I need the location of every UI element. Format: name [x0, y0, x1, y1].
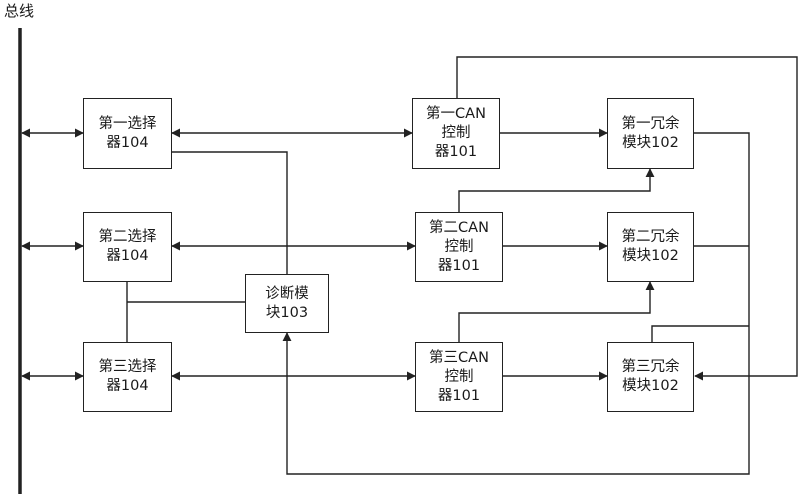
- selector-2-box: 第二选择 器104: [83, 212, 172, 282]
- controller1-to-redundancy3-loop: [456, 56, 798, 381]
- can-controller-2-box: 第二CAN 控制 器101: [415, 212, 503, 282]
- controller2-to-redundancy1-line: [458, 168, 655, 212]
- diagnostic-module-box: 诊断模 块103: [245, 274, 329, 333]
- controller3-to-redundancy2-line: [458, 281, 655, 342]
- redundancy-module-1-label: 第一冗余 模块102: [621, 115, 680, 151]
- redundancy-module-2-box: 第二冗余 模块102: [607, 212, 694, 282]
- redundancy-module-2-label: 第二冗余 模块102: [621, 229, 680, 264]
- selector-2-label: 第二选择 器104: [98, 229, 157, 264]
- selector-3-label: 第三选择 器104: [98, 359, 157, 394]
- selector-1-label: 第一选择 器104: [98, 115, 157, 151]
- redundancy1-feedback-line: [282, 132, 750, 475]
- can-controller-1-box: 第一CAN 控制 器101: [412, 98, 500, 169]
- selector-3-box: 第三选择 器104: [83, 342, 172, 412]
- bus-title: 总线: [4, 2, 35, 20]
- can-controller-3-box: 第三CAN 控制 器101: [415, 342, 503, 412]
- selector-1-box: 第一选择 器104: [83, 98, 172, 169]
- can-controller-3-label: 第三CAN 控制 器101: [429, 349, 489, 404]
- redundancy-module-3-box: 第三冗余 模块102: [607, 342, 694, 412]
- selector1-to-diagnostic-line: [172, 151, 288, 274]
- diagnostic-module-label: 诊断模 块103: [265, 285, 309, 321]
- redundancy-module-1-box: 第一冗余 模块102: [607, 98, 694, 169]
- redundancy-module-3-label: 第三冗余 模块102: [621, 359, 680, 394]
- can-controller-1-label: 第一CAN 控制 器101: [426, 106, 486, 160]
- redundancy3-feedback-line: [651, 325, 749, 342]
- can-controller-2-label: 第二CAN 控制 器101: [429, 219, 489, 274]
